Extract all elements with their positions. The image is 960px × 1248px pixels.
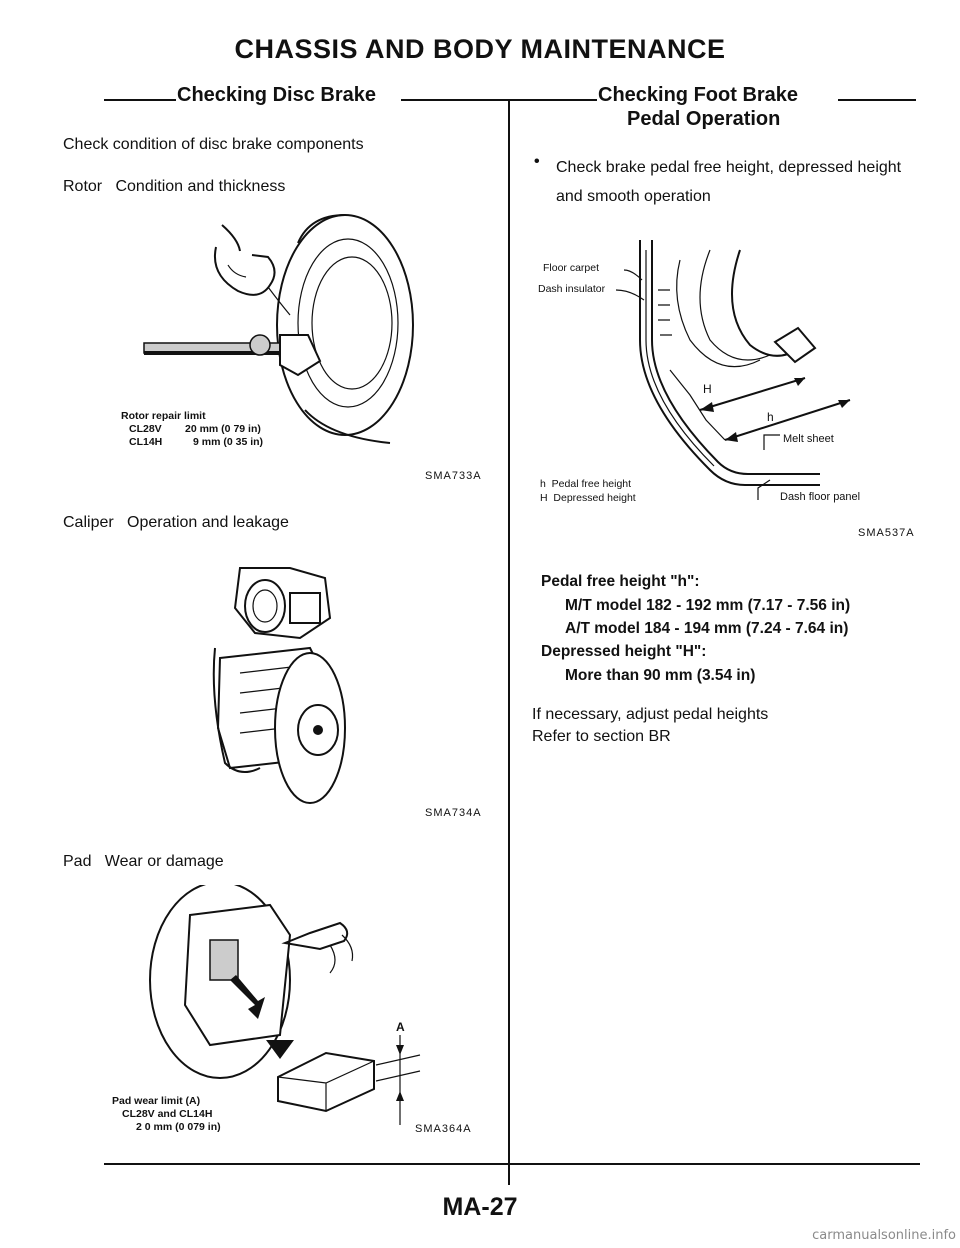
rotor-figure-code: SMA733A [425,470,482,482]
rotor-limit-label: Rotor repair limit CL28V 20 mm (0 79 in)… [121,410,321,449]
legend-free-height: h Pedal free height [540,478,632,490]
label-floor-carpet: Floor carpet [543,262,600,274]
pad-wear-illustration [149,885,421,1125]
rotor-limit-value-1: 20 mm (0 79 in) [185,423,261,435]
note-adjust: If necessary, adjust pedal heights [532,706,769,723]
section-subheading-pedal-operation: Pedal Operation [627,108,781,130]
label-dash-insulator: Dash insulator [538,283,606,295]
pad-marker-a: A [396,1020,405,1034]
pad-limit-title: Pad wear limit (A) [112,1095,201,1107]
legend-depressed-height: H Depressed height [540,492,636,504]
label-melt-sheet: Melt sheet [783,433,834,445]
section-heading-foot-brake: Checking Foot Brake [598,84,799,106]
rotor-limit-model-2: CL14H [129,436,163,448]
caliper-figure-code: SMA734A [425,807,482,819]
page-number: MA-27 [442,1193,518,1221]
rotor-limit-model-1: CL28V [129,423,162,435]
spec-mt: M/T model 182 - 192 mm (7.17 - 7.56 in) [565,597,851,614]
section-heading-disc-brake: Checking Disc Brake [177,84,376,106]
label-h-upper: H [703,382,712,396]
rotor-line: Rotor Condition and thickness [63,178,286,195]
heading-rule-right [838,99,916,101]
label-h-lower: h [767,410,774,424]
heading-rule-middle [401,99,597,101]
pedal-height-illustration [615,240,851,500]
pad-limit-value: 2 0 mm (0 079 in) [136,1121,221,1133]
column-divider [508,100,510,1185]
pad-line: Pad Wear or damage [63,853,224,870]
pedal-figure-code: SMA537A [858,527,915,539]
label-dash-floor-panel: Dash floor panel [780,491,861,503]
rotor-limit-value-2: 9 mm (0 35 in) [193,436,264,448]
pad-limit-models: CL28V and CL14H [122,1108,213,1120]
page-title: CHASSIS AND BODY MAINTENANCE [234,34,726,64]
rotor-measurement-illustration [143,214,414,444]
heading-rule-left [104,99,176,101]
pad-limit-label: Pad wear limit (A) CL28V and CL14H 2 0 m… [104,1095,304,1134]
caliper-line: Caliper Operation and leakage [63,514,289,531]
rotor-limit-title: Rotor repair limit [121,410,206,422]
pad-figure-code: SMA364A [415,1123,472,1135]
foot-brake-bullet: Check brake pedal free height, depressed… [556,159,902,205]
spec-depressed-label: Depressed height "H": [541,643,707,660]
spec-at: A/T model 184 - 194 mm (7.24 - 7.64 in) [565,620,849,637]
watermark: carmanualsonline.info [812,1228,956,1243]
bottom-rule [104,1163,920,1165]
caliper-illustration [212,567,346,804]
disc-brake-intro: Check condition of disc brake components [63,136,364,153]
note-refer: Refer to section BR [532,728,671,745]
bullet-dot: • [534,153,540,170]
spec-depressed-value: More than 90 mm (3.54 in) [565,667,756,684]
spec-free-height-label: Pedal free height "h": [541,573,700,590]
